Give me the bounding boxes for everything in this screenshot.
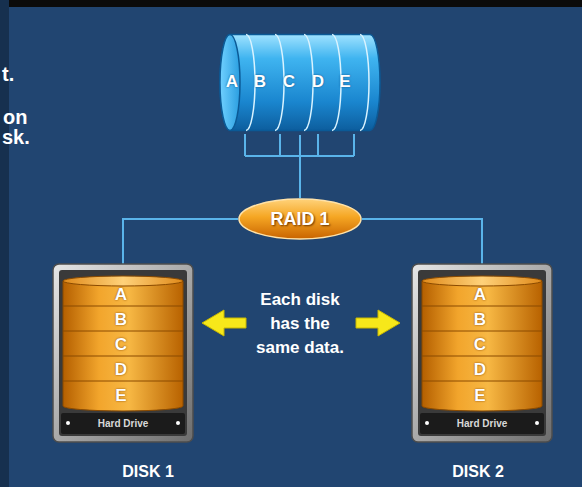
connector-line xyxy=(299,135,301,198)
cut-off-text: t. xyxy=(2,63,14,86)
storage-cylinder: ABCDE xyxy=(218,30,382,135)
bus-wire xyxy=(353,134,355,156)
cut-off-text: sk. xyxy=(2,126,30,149)
cylinder-shape xyxy=(218,30,382,135)
platter-top xyxy=(422,276,542,286)
cut-off-text: on xyxy=(3,106,27,129)
slice-divider xyxy=(246,35,255,131)
block-letter: D xyxy=(115,360,127,380)
platter xyxy=(422,381,542,411)
screw-dot xyxy=(535,421,539,425)
drive-frame xyxy=(412,264,552,442)
yellow-arrow xyxy=(202,310,246,336)
block-letter: B xyxy=(115,310,127,330)
bus-wire xyxy=(317,134,319,156)
block-letter: C xyxy=(474,335,486,355)
hard-drive: ABCDEHard DriveDISK 2 xyxy=(412,264,552,442)
block-letter: E xyxy=(115,386,126,406)
screw-dot xyxy=(425,421,429,425)
block-letter: D xyxy=(312,72,324,92)
connector-line xyxy=(123,219,238,264)
block-letter: C xyxy=(283,72,295,92)
platter xyxy=(63,381,183,411)
top-strip xyxy=(0,0,582,7)
slice-divider xyxy=(360,35,369,131)
bus-wire xyxy=(244,134,246,156)
drive-label: Hard Drive xyxy=(457,418,508,429)
cylinder-face xyxy=(220,35,240,131)
drive-inner xyxy=(418,270,546,436)
drive-frame xyxy=(53,264,193,442)
raid-controller: RAID 1 xyxy=(238,198,362,240)
screw-dot xyxy=(66,421,70,425)
bus-wire xyxy=(279,134,281,156)
block-letter: C xyxy=(115,335,127,355)
block-letter: E xyxy=(474,386,485,406)
drive-label: Hard Drive xyxy=(98,418,149,429)
block-letter: B xyxy=(474,310,486,330)
hard-drive: ABCDEHard DriveDISK 1 xyxy=(53,264,193,442)
yellow-arrow xyxy=(356,310,400,336)
screw-dot xyxy=(176,421,180,425)
block-letter: E xyxy=(339,72,350,92)
cylinder-body xyxy=(220,35,380,131)
block-letter: B xyxy=(254,72,266,92)
note-text: Each disk has the same data. xyxy=(248,288,352,360)
raid-label: RAID 1 xyxy=(270,209,329,230)
block-letter: A xyxy=(474,285,486,305)
drive-inner xyxy=(59,270,187,436)
connectors xyxy=(123,135,482,264)
slice-divider xyxy=(275,35,284,131)
connector-line xyxy=(362,219,482,264)
block-letter: A xyxy=(115,285,127,305)
slice-divider xyxy=(304,35,313,131)
platter-top xyxy=(63,276,183,286)
block-letter: A xyxy=(226,72,238,92)
label-bar xyxy=(61,413,185,434)
disk-name: DISK 1 xyxy=(122,463,174,481)
label-bar xyxy=(420,413,544,434)
disk-name: DISK 2 xyxy=(452,463,504,481)
oval-fill xyxy=(239,199,361,239)
block-letter: D xyxy=(474,360,486,380)
